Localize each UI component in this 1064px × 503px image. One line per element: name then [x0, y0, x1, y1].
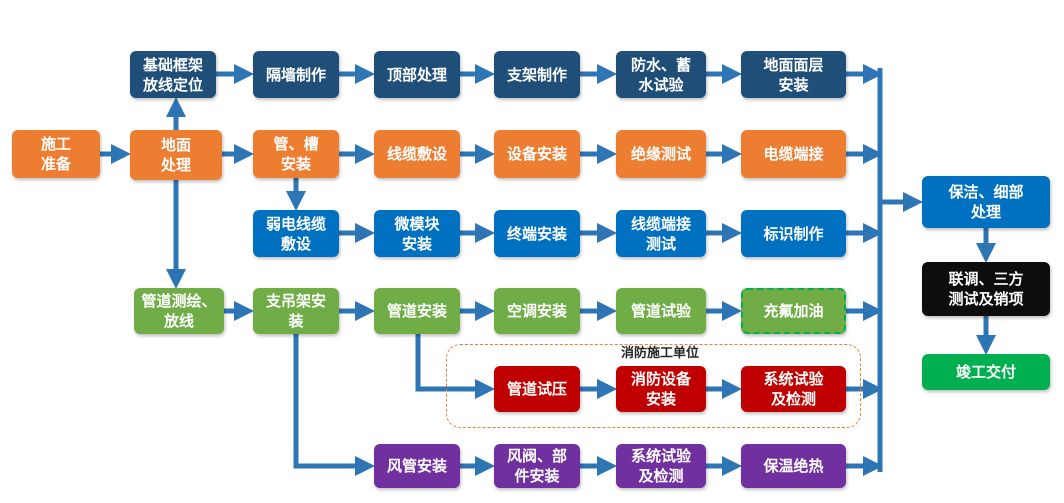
node-partition: 隔墙制作 [253, 51, 339, 98]
node-valve-install: 风阀、部件安装 [494, 444, 580, 488]
node-fire-equip: 消防设备安装 [616, 366, 706, 412]
node-bracket: 支架制作 [494, 51, 580, 98]
node-pressure-test: 管道试压 [494, 366, 580, 412]
node-cable-termination: 电缆端接 [741, 130, 846, 178]
node-cable-lay: 线缆敷设 [374, 130, 460, 178]
node-freon: 充氟加油 [741, 288, 846, 334]
node-cleaning: 保洁、细部处理 [922, 176, 1050, 228]
node-sys-test-duct: 系统试验及检测 [616, 444, 706, 488]
node-weak-cable: 弱电线缆敷设 [253, 210, 339, 257]
node-duct-install: 风管安装 [374, 444, 460, 488]
node-start-preparation: 施工准备 [12, 130, 100, 178]
node-pipe-slot: 管、槽安装 [253, 130, 339, 178]
node-micro-module: 微模块安装 [374, 210, 460, 257]
node-label-make: 标识制作 [741, 210, 846, 257]
arrow-hanger-duct [293, 334, 375, 476]
arrow-pipeinstall-pressure [415, 334, 495, 399]
node-handover: 竣工交付 [922, 354, 1050, 390]
node-equip-install: 设备安装 [494, 130, 580, 178]
fire-contractor-group [446, 344, 861, 428]
node-frame-positioning: 基础框架放线定位 [130, 51, 216, 98]
node-sys-test-fire: 系统试验及检测 [741, 366, 846, 412]
node-pipe-install: 管道安装 [374, 288, 460, 334]
node-joint-test: 联调、三方测试及销项 [922, 262, 1050, 316]
node-terminal: 终端安装 [494, 210, 580, 257]
node-hanger: 支吊架安装 [253, 288, 339, 334]
node-floor-layer: 地面面层安装 [741, 51, 846, 98]
node-ac-install: 空调安装 [494, 288, 580, 334]
node-pipe-survey: 管道测绘、放线 [134, 288, 224, 334]
node-insul-heat: 保温绝热 [741, 444, 846, 488]
node-insulation-test: 绝缘测试 [616, 130, 706, 178]
node-ceiling: 顶部处理 [374, 51, 460, 98]
node-pipe-test: 管道试验 [616, 288, 706, 334]
fire-contractor-group-label: 消防施工单位 [620, 346, 699, 361]
node-waterproof: 防水、蓄水试验 [616, 51, 706, 98]
node-cable-test: 线缆端接测试 [616, 210, 706, 257]
node-ground-treatment: 地面处理 [130, 130, 222, 180]
